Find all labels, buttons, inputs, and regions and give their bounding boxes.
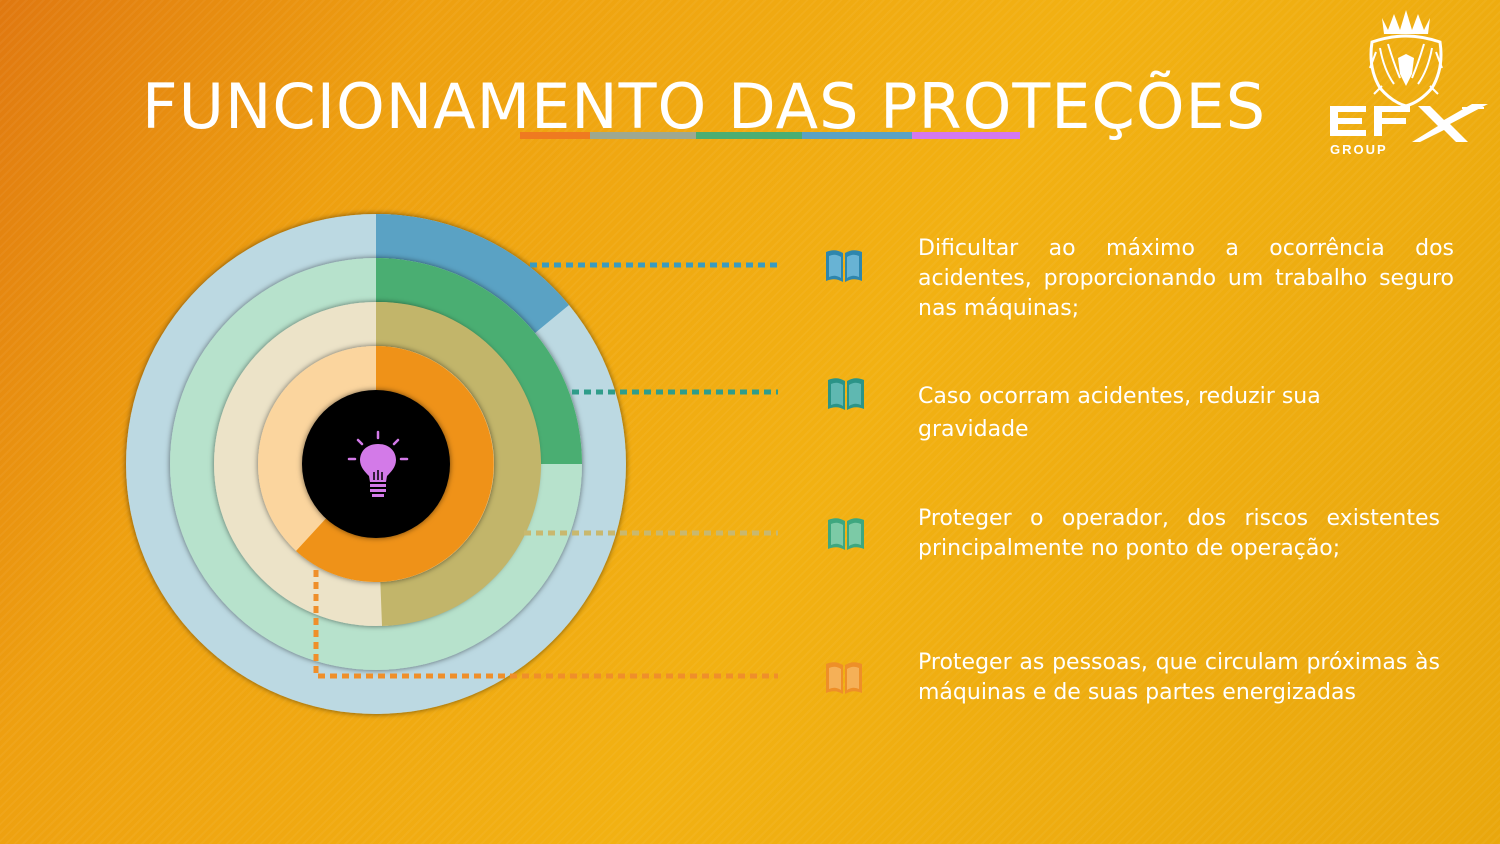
title-underline-blue (802, 132, 912, 139)
title-underline-orange (520, 132, 590, 139)
item-text-4: Proteger as pessoas, que circulam próxim… (918, 650, 1440, 705)
item-text-2: Caso ocorram acidentes, reduzir sua grav… (918, 384, 1321, 442)
logo-wordmark: GROUP (1330, 104, 1488, 157)
title-underline-gray (590, 132, 696, 139)
efx-group-logo: GROUP (1322, 8, 1492, 158)
lion-crest-icon (1369, 10, 1443, 108)
open-book-icon (824, 514, 868, 554)
connector-line-4 (313, 570, 778, 679)
item-text-3: Proteger o operador, dos riscos existent… (918, 506, 1440, 561)
title-underline-purple (912, 132, 1020, 139)
open-book-icon (822, 246, 866, 286)
logo-group-text: GROUP (1330, 142, 1388, 157)
lightbulb-icon (347, 430, 409, 497)
open-book-icon (822, 658, 866, 698)
open-book-icon (824, 374, 868, 414)
page-title: FUNCIONAMENTO DAS PROTEÇÕES (142, 70, 1267, 143)
title-underline-green (696, 132, 802, 139)
item-text-1: Dificultar ao máximo a ocorrência dos ac… (918, 236, 1454, 321)
